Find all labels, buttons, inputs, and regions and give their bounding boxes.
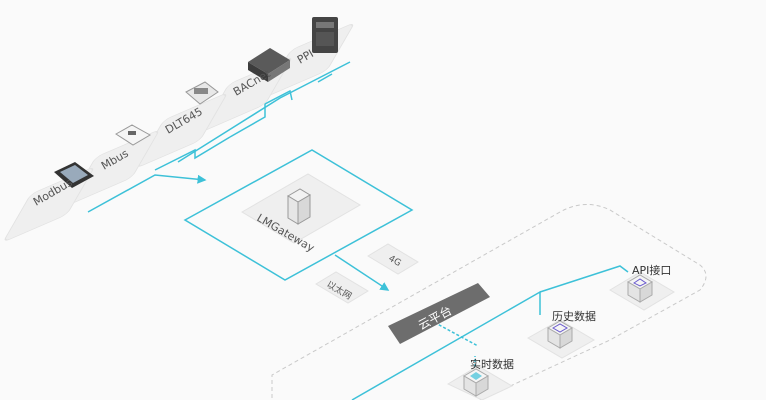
gateway-link-loop <box>183 149 414 281</box>
meter-icon <box>115 124 152 146</box>
realtime-label: 实时数据 <box>470 357 514 371</box>
cloud-region-outline <box>271 204 707 400</box>
power-meter-icon <box>185 81 219 105</box>
history-label: 历史数据 <box>552 309 596 323</box>
history-cube-icon <box>547 320 573 349</box>
plc-module-icon <box>312 17 338 53</box>
link-tile-ethernet <box>315 271 369 304</box>
cloud-banner <box>388 283 490 344</box>
api-label: API接口 <box>632 264 671 277</box>
gateway-box-icon <box>287 188 311 225</box>
gateway-to-cloud-line <box>334 254 390 291</box>
link-tile-4g <box>367 243 419 275</box>
device-bus-lines <box>87 61 351 213</box>
touch-panel-icon <box>54 162 94 188</box>
realtime-cube-icon <box>463 368 489 397</box>
api-cube-icon <box>627 274 653 303</box>
controller-icon <box>248 48 290 82</box>
